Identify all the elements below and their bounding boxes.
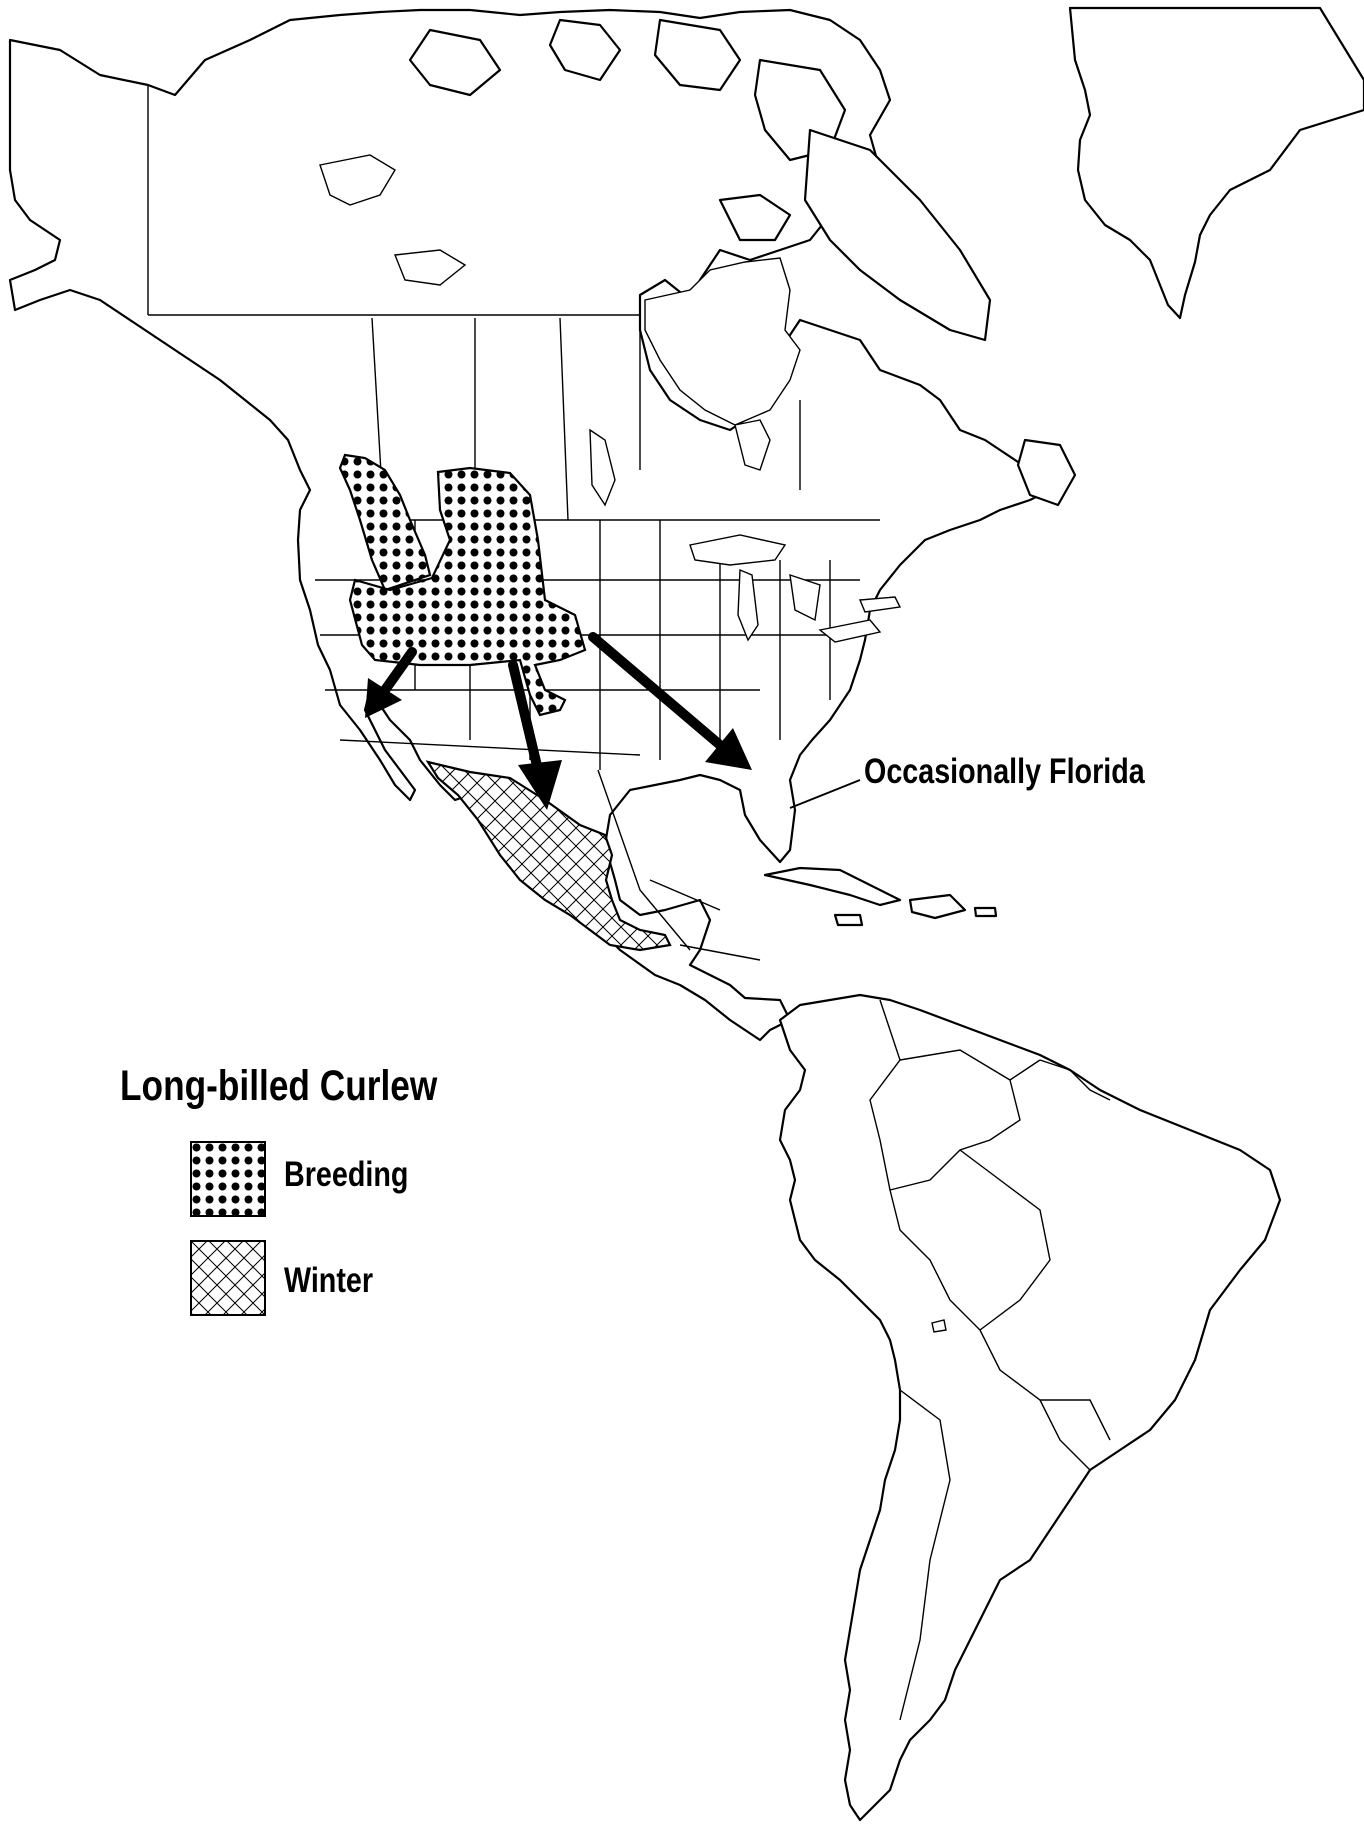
migration-arrow-to-california [365, 647, 417, 718]
lake-winnipeg [589, 428, 616, 507]
annotation-leader-line [789, 779, 861, 809]
arctic-island [548, 18, 622, 82]
great-bear-lake [319, 154, 396, 206]
south-america-borders [869, 999, 1111, 1721]
winter-range [425, 760, 672, 952]
hudson-bay [644, 257, 801, 426]
puerto-rico [973, 906, 998, 918]
cuba [763, 866, 902, 907]
great-slave-lake [394, 249, 467, 286]
baffin-island [803, 128, 992, 342]
hispaniola [908, 893, 967, 920]
south-america [778, 993, 1282, 1822]
winter-swatch [190, 1240, 266, 1316]
arctic-island [653, 18, 742, 92]
great-lakes [689, 534, 902, 643]
breeding-swatch [190, 1141, 266, 1217]
arctic-island [408, 28, 502, 97]
jamaica [833, 913, 864, 927]
james-bay [734, 419, 771, 471]
legend-label-breeding: Breeding [284, 1155, 409, 1194]
migration-arrow-to-southeast-us [588, 632, 752, 770]
annotation-occasionally-florida: Occasionally Florida [864, 752, 1145, 791]
migration-arrow-to-mexico [508, 660, 562, 810]
legend-label-winter: Winter [284, 1261, 374, 1300]
legend-title: Long-billed Curlew [120, 1062, 438, 1110]
lake-titicaca [931, 1319, 947, 1333]
greenland [1068, 6, 1364, 320]
newfoundland [1016, 438, 1077, 507]
southampton-island [718, 193, 792, 242]
